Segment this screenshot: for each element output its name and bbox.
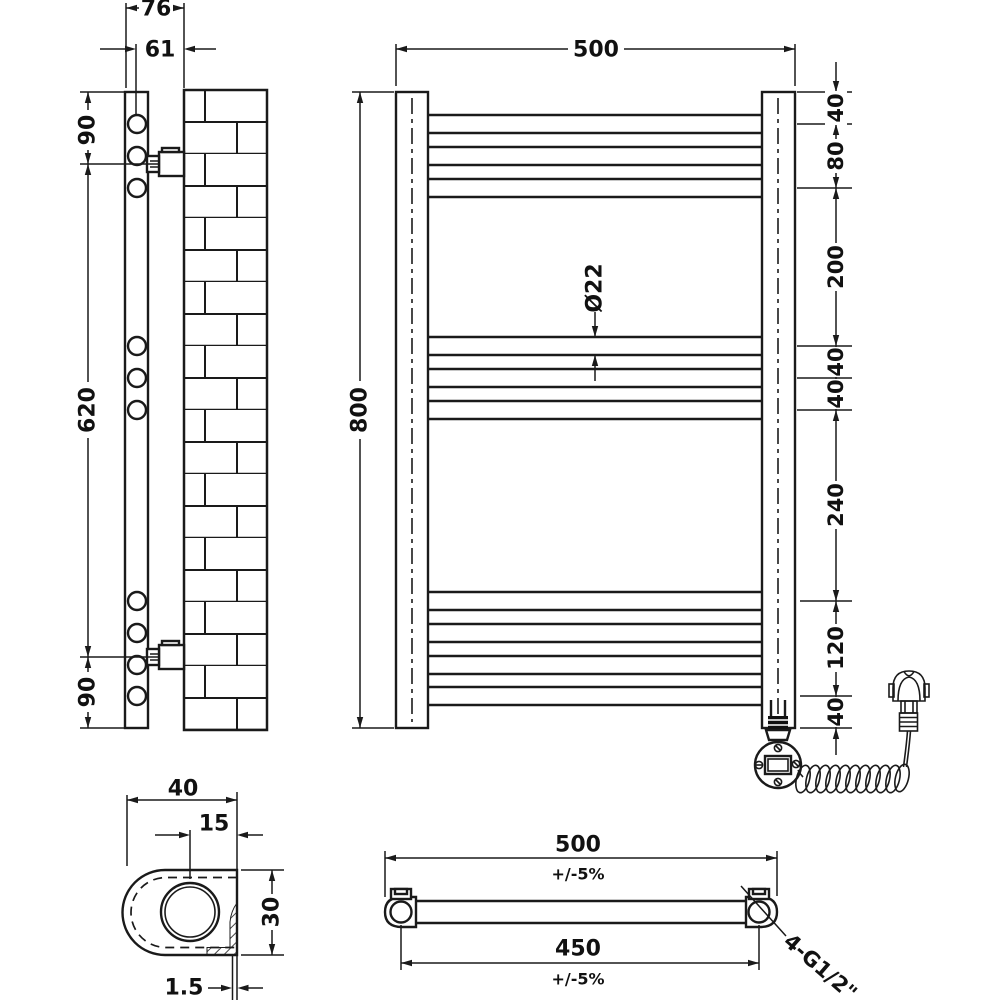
profile-section-view: 40 15 30 1.5 — [121, 777, 285, 1000]
thermostat-display — [763, 754, 793, 776]
chain-label-120: 120 — [824, 626, 848, 670]
dim-label-tube-diameter: Ø22 — [583, 263, 608, 312]
dim-profile-height-30: 30 — [241, 869, 285, 956]
dim-label-90-top: 90 — [76, 115, 101, 146]
dim-label-30: 30 — [260, 897, 285, 928]
dim-label-40: 40 — [168, 777, 199, 802]
dim-wall-thickness-1point5: 1.5 — [165, 976, 263, 1000]
dim-label-front-500: 500 — [573, 38, 619, 63]
dim-side-depth-76: 76 — [125, 0, 185, 88]
wall-bricks — [182, 88, 269, 732]
chain-label-40b: 40 — [824, 347, 848, 376]
dim-tube-diameter: Ø22 — [583, 263, 608, 381]
dim-label-90-bottom: 90 — [76, 677, 101, 708]
front-elevation-view: 500 800 Ø22 — [348, 38, 930, 794]
dim-profile-width-40: 40 — [126, 777, 237, 866]
plan-crossbar — [416, 899, 746, 925]
mounting-bracket-top — [145, 146, 186, 178]
profile-inner-wall — [130, 876, 237, 949]
dim-label-61: 61 — [145, 38, 176, 63]
element-collar — [764, 728, 792, 742]
chain-label-200: 200 — [824, 245, 848, 289]
dim-front-width-500: 500 — [395, 38, 796, 86]
dim-label-450-tol: +/-5% — [551, 970, 604, 989]
dim-side-tube-center-61: 61 — [100, 38, 216, 114]
plan-right-connection — [747, 900, 771, 924]
horizontal-tubes — [428, 113, 762, 707]
dim-side-fixing-centers-620: 620 — [76, 164, 101, 657]
side-elevation-view: 76 61 90 620 — [76, 0, 269, 732]
plan-view: 500 +/-5% 450 +/-5% 4-G1/2" — [383, 833, 862, 1000]
dim-label-76: 76 — [141, 0, 172, 22]
chain-label-240: 240 — [824, 483, 848, 527]
dim-label-thread: 4-G1/2" — [779, 929, 861, 1000]
heating-element — [753, 670, 930, 794]
cut-hatch — [206, 901, 238, 956]
dim-profile-tube-offset-15: 15 — [155, 812, 263, 879]
tube-hole-outer — [159, 881, 221, 943]
dim-label-plan-500: 500 — [555, 833, 601, 858]
dim-side-bottom-fixing-90: 90 — [76, 656, 159, 729]
dim-label-800: 800 — [348, 387, 373, 433]
chain-label-80: 80 — [824, 141, 848, 170]
plan-left-connection — [389, 900, 413, 924]
element-thread — [768, 716, 788, 730]
dim-plan-centers-450: 450 +/-5% — [400, 925, 760, 989]
chain-label-40a: 40 — [824, 93, 848, 122]
plan-fixing-tabs — [389, 887, 771, 901]
dim-side-top-fixing-90: 90 — [76, 91, 159, 165]
tube-hole-inner — [164, 886, 216, 938]
thermostat-screws — [754, 743, 801, 787]
spiral-cable — [795, 763, 910, 794]
dim-label-450: 450 — [555, 937, 601, 962]
dim-front-height-800: 800 — [348, 91, 394, 729]
mounting-bracket-bottom — [145, 639, 186, 671]
dim-label-plan-500-tol: +/-5% — [551, 865, 604, 884]
dim-label-620: 620 — [76, 387, 101, 433]
chain-label-40d: 40 — [824, 697, 848, 726]
dim-label-1point5: 1.5 — [165, 976, 204, 1000]
tube-cross-sections — [126, 113, 148, 707]
power-plug — [888, 670, 930, 768]
dim-label-15: 15 — [199, 812, 230, 837]
dim-plan-width-500: 500 +/-5% — [384, 833, 778, 897]
chain-label-40c: 40 — [824, 379, 848, 408]
dim-front-right-chain: 40 80 200 40 40 240 120 40 — [797, 62, 852, 755]
